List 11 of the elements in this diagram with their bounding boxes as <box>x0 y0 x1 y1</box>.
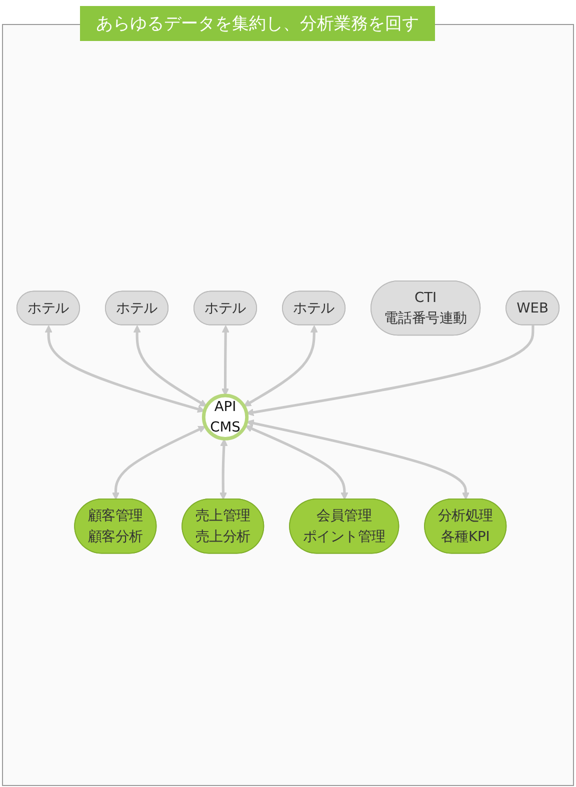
arrow <box>246 326 534 416</box>
arrow <box>246 420 470 500</box>
title-banner: あらゆるデータを集約し、分析業務を回す <box>80 6 435 41</box>
arrow <box>44 326 205 414</box>
arrow <box>245 426 348 500</box>
arrow <box>219 439 228 500</box>
arrow <box>133 326 207 407</box>
arrow <box>112 426 206 500</box>
arrow <box>221 326 230 396</box>
arrow <box>244 326 318 407</box>
node-circle: API CMS <box>202 394 249 441</box>
